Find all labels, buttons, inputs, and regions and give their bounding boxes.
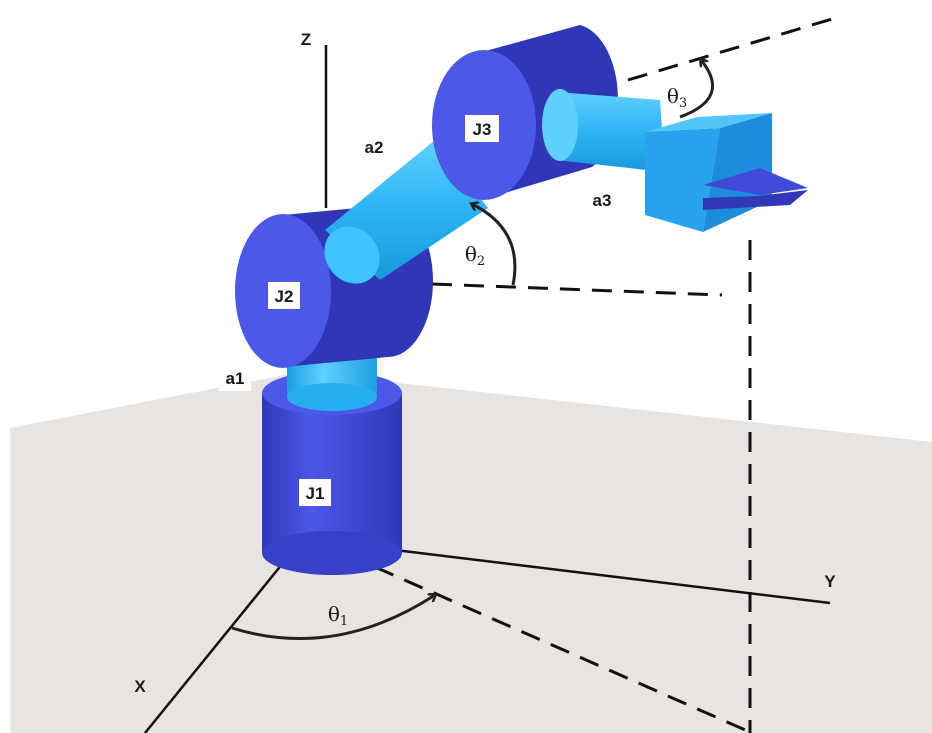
theta3-label: θ3	[667, 84, 687, 111]
link-a3	[542, 89, 665, 172]
x-axis-label: X	[134, 677, 146, 696]
y-axis-label: Y	[824, 572, 836, 591]
theta2-subscript: 2	[477, 254, 485, 269]
a1-label-box	[219, 365, 251, 391]
gripper-finger-lower	[703, 190, 808, 210]
theta1-symbol: θ	[328, 602, 340, 626]
gripper-finger-upper	[703, 168, 808, 195]
a2-label: a2	[365, 138, 384, 157]
j3-label: J3	[473, 120, 492, 139]
z-axis-label: Z	[301, 30, 311, 49]
theta2-reference-dashed-line	[431, 282, 723, 297]
theta3-arc	[679, 60, 715, 119]
theta1-subscript: 1	[340, 614, 348, 629]
theta2-label: θ2	[465, 242, 485, 269]
floor-plane	[10, 372, 932, 733]
x-axis	[144, 562, 284, 733]
j1-label: J1	[306, 484, 325, 503]
theta3-symbol: θ	[667, 84, 679, 108]
a3-label: a3	[593, 191, 612, 210]
theta2-arc	[472, 204, 517, 286]
j2-label-box	[268, 282, 300, 309]
j1-label-box	[299, 479, 331, 506]
gripper	[645, 113, 808, 232]
base-projection-dashed-line	[374, 565, 753, 733]
theta1-label: θ1	[328, 602, 348, 629]
j3-label-box	[465, 115, 499, 142]
a1-label: a1	[226, 369, 245, 388]
theta1-arc	[231, 595, 435, 641]
y-axis	[394, 548, 831, 605]
j2-label: J2	[275, 287, 294, 306]
theta3-subscript: 3	[679, 96, 687, 111]
theta3-reference-dashed-line	[627, 14, 843, 82]
theta2-symbol: θ	[465, 242, 477, 266]
